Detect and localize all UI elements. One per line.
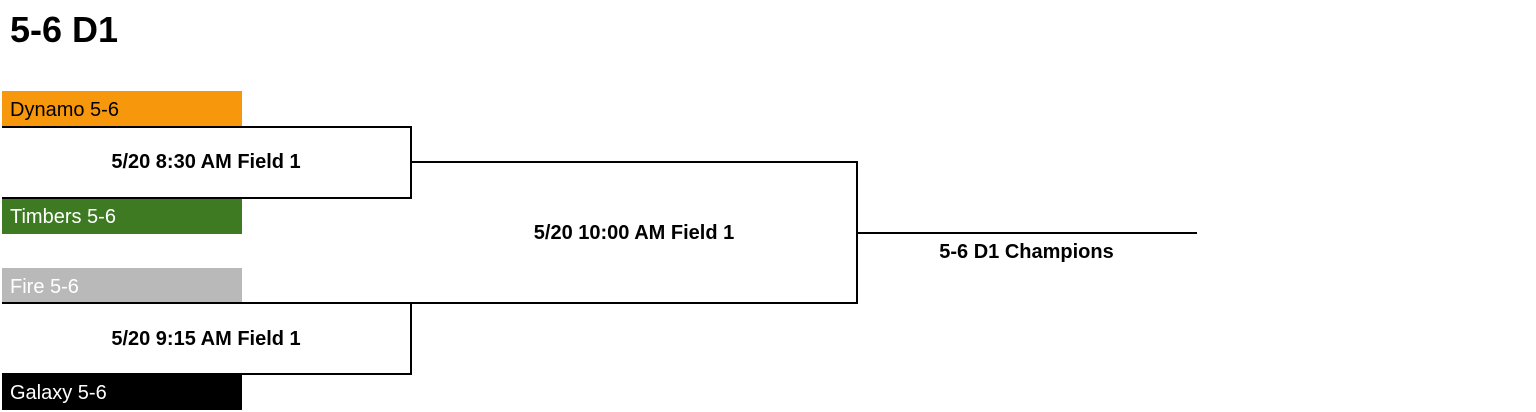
bracket-title: 5-6 D1 xyxy=(10,9,119,50)
semifinal-2-top-line xyxy=(2,302,412,304)
champion-label: 5-6 D1 Champions xyxy=(939,241,1114,263)
team-slot-timbers[interactable]: Timbers 5-6 xyxy=(2,198,242,234)
final-top-line xyxy=(410,161,858,163)
final-bottom-line xyxy=(410,302,858,304)
semifinal-2-bottom-line xyxy=(2,373,412,375)
semifinal-2-vertical-line xyxy=(410,302,412,374)
champion-line xyxy=(856,232,1197,234)
final-game-info: 5/20 10:00 AM Field 1 xyxy=(533,222,735,244)
semifinal-1-bottom-line xyxy=(2,197,412,199)
semifinal-1-top-line xyxy=(2,126,412,128)
semifinal-1-game-info: 5/20 8:30 AM Field 1 xyxy=(111,151,301,173)
team-slot-galaxy[interactable]: Galaxy 5-6 xyxy=(2,374,242,410)
semifinal-2-game-info: 5/20 9:15 AM Field 1 xyxy=(111,328,301,350)
team-slot-dynamo[interactable]: Dynamo 5-6 xyxy=(2,91,242,127)
team-slot-fire[interactable]: Fire 5-6 xyxy=(2,268,242,304)
